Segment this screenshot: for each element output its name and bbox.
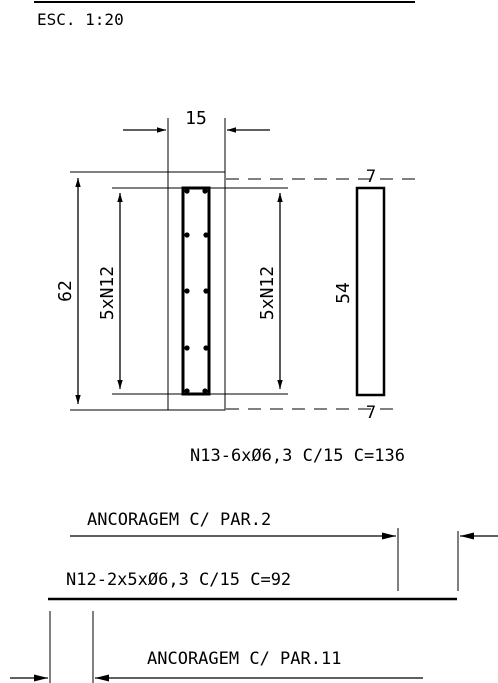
section-width-dim: 15 — [185, 108, 207, 129]
rebar-dot — [184, 232, 190, 238]
bar-spec: N12-2x5xØ6,3 C/15 C=92 — [66, 570, 291, 590]
stirrup — [181, 186, 211, 396]
rebar-dot — [184, 288, 190, 294]
rebar-dot — [202, 388, 208, 394]
stirrup-bottom-dim: 7 — [366, 403, 376, 423]
stirrup-top-dim: 7 — [366, 167, 376, 187]
scale-label: ESC. 1:20 — [37, 10, 124, 29]
stirrup-side-dim: 54 — [333, 282, 354, 304]
anchorage-bottom-label: ANCORAGEM C/ PAR.11 — [147, 649, 341, 669]
section-height-dim: 62 — [55, 280, 76, 302]
stirrup-shape — [355, 186, 386, 397]
rebar-dot — [203, 288, 209, 294]
anchorage-top-label: ANCORAGEM C/ PAR.2 — [87, 510, 271, 530]
rebar-dot — [203, 345, 209, 351]
rebar-dots — [184, 188, 209, 394]
section-outline — [167, 171, 226, 411]
right-bars-label: 5xN12 — [257, 266, 278, 320]
rebar-dot — [184, 345, 190, 351]
rebar-dot — [203, 232, 209, 238]
rebar-dot — [202, 188, 208, 194]
rebar-dot — [184, 388, 190, 394]
stirrup-spec: N13-6xØ6,3 C/15 C=136 — [190, 446, 405, 466]
rebar-dot — [184, 188, 190, 194]
left-bars-label: 5xN12 — [97, 266, 118, 320]
